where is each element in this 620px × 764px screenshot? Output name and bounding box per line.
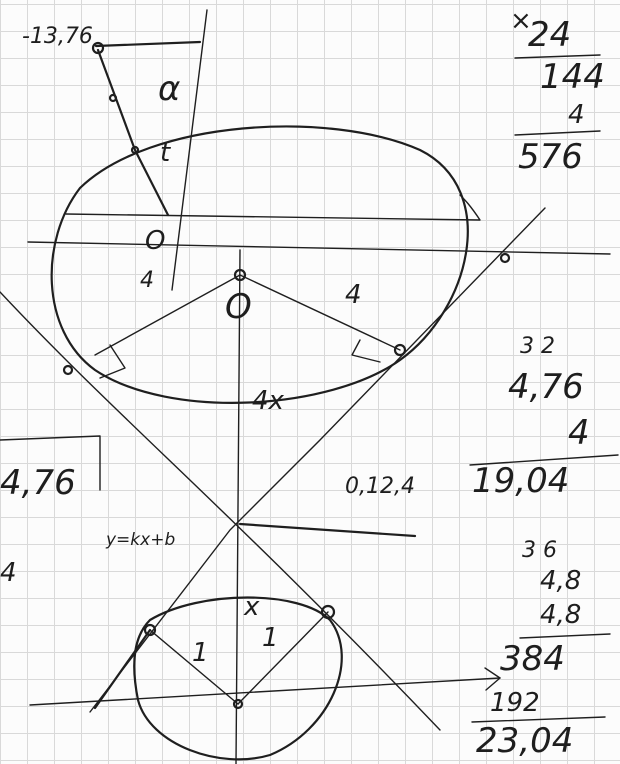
calc-bot-underline bbox=[519, 633, 611, 639]
length-label-left: 4 bbox=[140, 268, 154, 293]
point-lower-center bbox=[232, 698, 244, 710]
calc-top-underline bbox=[514, 54, 601, 59]
right-angle-left bbox=[99, 344, 126, 379]
left-edge-fragment: 4 bbox=[0, 558, 17, 588]
point-slant-2 bbox=[130, 145, 140, 155]
alpha-label: α bbox=[158, 69, 181, 109]
point-coord-label: -13,76 bbox=[22, 24, 93, 49]
calc-bot-underline-2 bbox=[471, 716, 606, 723]
radius-right bbox=[239, 274, 401, 351]
angle-label: t bbox=[160, 138, 171, 168]
central-vertical-axis bbox=[235, 249, 241, 764]
top-left-horizontal bbox=[94, 40, 202, 48]
calc-mid-multiplier: 4 bbox=[568, 413, 590, 453]
point-slant-1 bbox=[108, 93, 118, 103]
line-equation-label: y=kx+b bbox=[106, 530, 176, 550]
calc-bot-partial1: 384 bbox=[500, 639, 565, 679]
segment-to-right bbox=[238, 522, 417, 538]
point-upper-left bbox=[62, 364, 74, 376]
slant-line-from-point bbox=[96, 48, 170, 217]
calc-bot-multiplier: 4,8 bbox=[540, 600, 582, 630]
lower-radius-label-left: 1 bbox=[192, 638, 209, 668]
coord-mid-label: 0,12,4 bbox=[345, 474, 415, 499]
calc-mid-carry: 3 2 bbox=[520, 334, 555, 359]
point-upper-center bbox=[233, 268, 247, 282]
calc-top-mul-sign: × bbox=[510, 6, 532, 36]
bottom-horizontal-axis bbox=[29, 677, 501, 706]
lower-circle bbox=[133, 596, 343, 761]
x-small-label: x bbox=[244, 592, 260, 622]
length-label-right: 4 bbox=[345, 280, 362, 310]
left-edge-number: 4,76 bbox=[0, 463, 76, 503]
right-angle-right bbox=[351, 339, 381, 363]
bottom-arrow-head bbox=[484, 667, 501, 691]
lower-radius-right bbox=[237, 611, 329, 705]
length-4x-label: 4x bbox=[252, 386, 284, 416]
lower-radius-left bbox=[149, 629, 239, 705]
vertical-line-left bbox=[171, 9, 208, 291]
radius-left bbox=[94, 274, 241, 356]
calc-bot-result: 23,04 bbox=[476, 721, 574, 761]
calc-mid-underline bbox=[469, 454, 619, 466]
tangent-line-left-to-right bbox=[0, 291, 441, 731]
calc-bot-partial2: 192 bbox=[490, 688, 540, 718]
lower-radius-label-right: 1 bbox=[262, 623, 279, 653]
center-O-label: O bbox=[225, 287, 252, 327]
upper-circle bbox=[50, 125, 469, 404]
horizontal-line-upper bbox=[27, 241, 611, 255]
calc-mid-result: 19,04 bbox=[472, 461, 570, 501]
point-lower-left bbox=[143, 623, 157, 637]
calc-top-result: 576 bbox=[518, 137, 583, 177]
calc-bot-multiplicand: 4,8 bbox=[540, 566, 582, 596]
calc-bot-carry: 3 6 bbox=[522, 538, 557, 563]
calc-top-factor: 24 bbox=[528, 15, 572, 55]
horizontal-line-upper-2 bbox=[65, 194, 481, 221]
calc-mid-multiplicand: 4,76 bbox=[508, 367, 584, 407]
calc-top-line2: 144 bbox=[540, 57, 605, 97]
calc-top-underline-2 bbox=[514, 130, 601, 136]
left-box-line bbox=[0, 435, 101, 491]
point-right-line bbox=[499, 252, 511, 264]
point-upper-right bbox=[393, 343, 407, 357]
calc-top-line3: 4 bbox=[568, 100, 585, 130]
point-O-upper-label: O bbox=[145, 226, 166, 256]
point-lower-right bbox=[320, 604, 336, 620]
lower-line-left bbox=[93, 628, 152, 710]
tangent-line-right-to-left bbox=[89, 207, 546, 713]
point-top-left bbox=[91, 41, 105, 55]
